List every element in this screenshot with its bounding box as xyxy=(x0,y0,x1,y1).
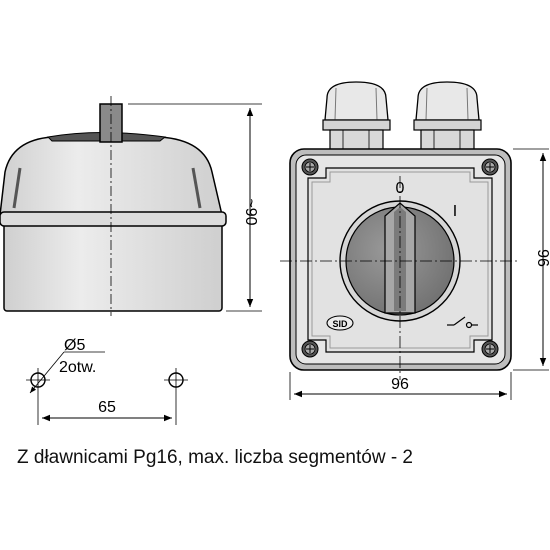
switch-position-on-label: I xyxy=(453,203,457,220)
caption-text: Z dławnicami Pg16, max. liczba segmentów… xyxy=(17,447,413,468)
cable-gland-left xyxy=(322,81,391,151)
depth-dimension-label: 96 xyxy=(534,249,550,267)
corner-screws xyxy=(301,158,499,358)
front-view: 0 I SID 96 96 xyxy=(280,81,550,400)
height-dimension-label: ~90 xyxy=(242,198,259,225)
mounting-holes-view: Ø5 2otw. 65 xyxy=(26,337,188,425)
brand-badge: SID xyxy=(326,315,354,331)
brand-badge-text: SID xyxy=(332,319,348,329)
side-view: ~90 xyxy=(0,96,262,316)
hole-count-label: 2otw. xyxy=(59,359,96,376)
switch-contact-symbol-icon xyxy=(447,316,478,329)
width-dimension-label: 96 xyxy=(391,376,409,393)
hole-diameter-label: Ø5 xyxy=(64,337,85,354)
cable-gland-right xyxy=(413,81,482,151)
hole-spacing-label: 65 xyxy=(98,399,116,416)
switch-position-off-label: 0 xyxy=(396,180,405,197)
side-view-base xyxy=(3,214,223,312)
side-view-flange xyxy=(0,211,227,227)
